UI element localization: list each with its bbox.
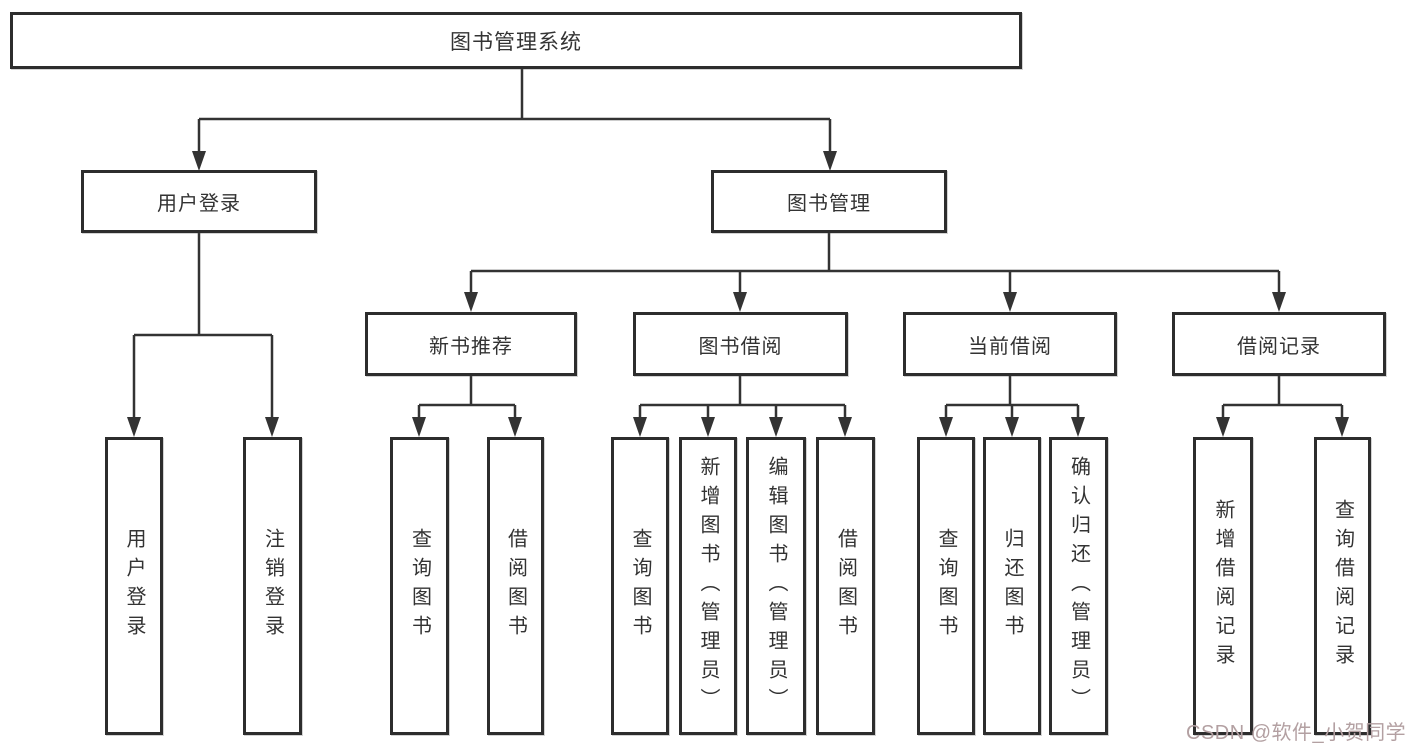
node-current-borrowing: 当前借阅 bbox=[903, 312, 1117, 376]
node-confirm-return-admin-label: 确认归还（管理员） bbox=[1067, 455, 1090, 717]
node-user-login-action-label: 用户登录 bbox=[123, 528, 145, 644]
node-add-book-admin: 新增图书（管理员） bbox=[679, 437, 737, 735]
node-return-book: 归还图书 bbox=[983, 437, 1041, 735]
node-confirm-return-admin: 确认归还（管理员） bbox=[1049, 437, 1108, 735]
node-borrow-books-borrow: 借阅图书 bbox=[816, 437, 875, 735]
node-logout: 注销登录 bbox=[243, 437, 302, 735]
node-user-login-action: 用户登录 bbox=[105, 437, 163, 735]
node-new-book-recommend-label: 新书推荐 bbox=[429, 335, 513, 358]
node-current-borrowing-label: 当前借阅 bbox=[968, 335, 1052, 358]
node-root-label: 图书管理系统 bbox=[450, 30, 582, 54]
node-query-books-current-label: 查询图书 bbox=[935, 528, 957, 644]
node-user-login: 用户登录 bbox=[81, 170, 317, 233]
watermark: CSDN @软件_小贺同学 bbox=[1186, 722, 1405, 744]
node-edit-book-admin-label: 编辑图书（管理员） bbox=[765, 455, 787, 717]
node-borrow-books-recommend-label: 借阅图书 bbox=[504, 528, 527, 644]
node-query-books-borrow-label: 查询图书 bbox=[629, 528, 651, 644]
node-borrow-records: 借阅记录 bbox=[1172, 312, 1386, 376]
node-query-books-recommend-label: 查询图书 bbox=[408, 528, 431, 644]
node-borrow-records-label: 借阅记录 bbox=[1237, 335, 1321, 358]
node-return-book-label: 归还图书 bbox=[1001, 528, 1023, 644]
node-add-book-admin-label: 新增图书（管理员） bbox=[697, 455, 719, 717]
node-query-borrow-record-label: 查询借阅记录 bbox=[1331, 499, 1354, 673]
node-borrow-books-borrow-label: 借阅图书 bbox=[834, 528, 857, 644]
node-query-books-current: 查询图书 bbox=[917, 437, 975, 735]
node-edit-book-admin: 编辑图书（管理员） bbox=[746, 437, 806, 735]
node-book-management: 图书管理 bbox=[711, 170, 947, 233]
node-user-login-label: 用户登录 bbox=[157, 193, 241, 215]
node-query-books-borrow: 查询图书 bbox=[611, 437, 669, 735]
node-book-borrowing-label: 图书借阅 bbox=[698, 335, 783, 358]
node-book-borrowing: 图书借阅 bbox=[633, 312, 848, 376]
node-borrow-books-recommend: 借阅图书 bbox=[487, 437, 544, 735]
node-query-borrow-record: 查询借阅记录 bbox=[1314, 437, 1371, 735]
node-book-management-label: 图书管理 bbox=[787, 193, 871, 215]
arrowheads bbox=[127, 151, 1349, 437]
node-logout-label: 注销登录 bbox=[261, 528, 284, 644]
node-add-borrow-record-label: 新增借阅记录 bbox=[1212, 499, 1234, 673]
node-root: 图书管理系统 bbox=[10, 12, 1022, 69]
node-add-borrow-record: 新增借阅记录 bbox=[1193, 437, 1253, 735]
node-query-books-recommend: 查询图书 bbox=[390, 437, 449, 735]
node-new-book-recommend: 新书推荐 bbox=[365, 312, 577, 376]
